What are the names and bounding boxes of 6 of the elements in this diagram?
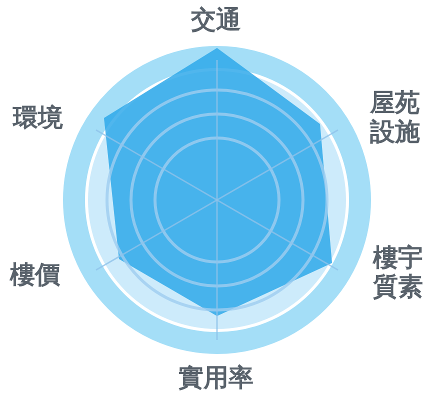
axis-label: 交通 — [191, 6, 241, 34]
axis-label: 屋苑設施 — [368, 89, 421, 146]
axis-label: 環境 — [13, 104, 63, 132]
axis-label: 實用率 — [178, 364, 254, 392]
axis-label: 樓價 — [10, 260, 60, 290]
axis-label: 樓宇質素 — [372, 244, 424, 302]
